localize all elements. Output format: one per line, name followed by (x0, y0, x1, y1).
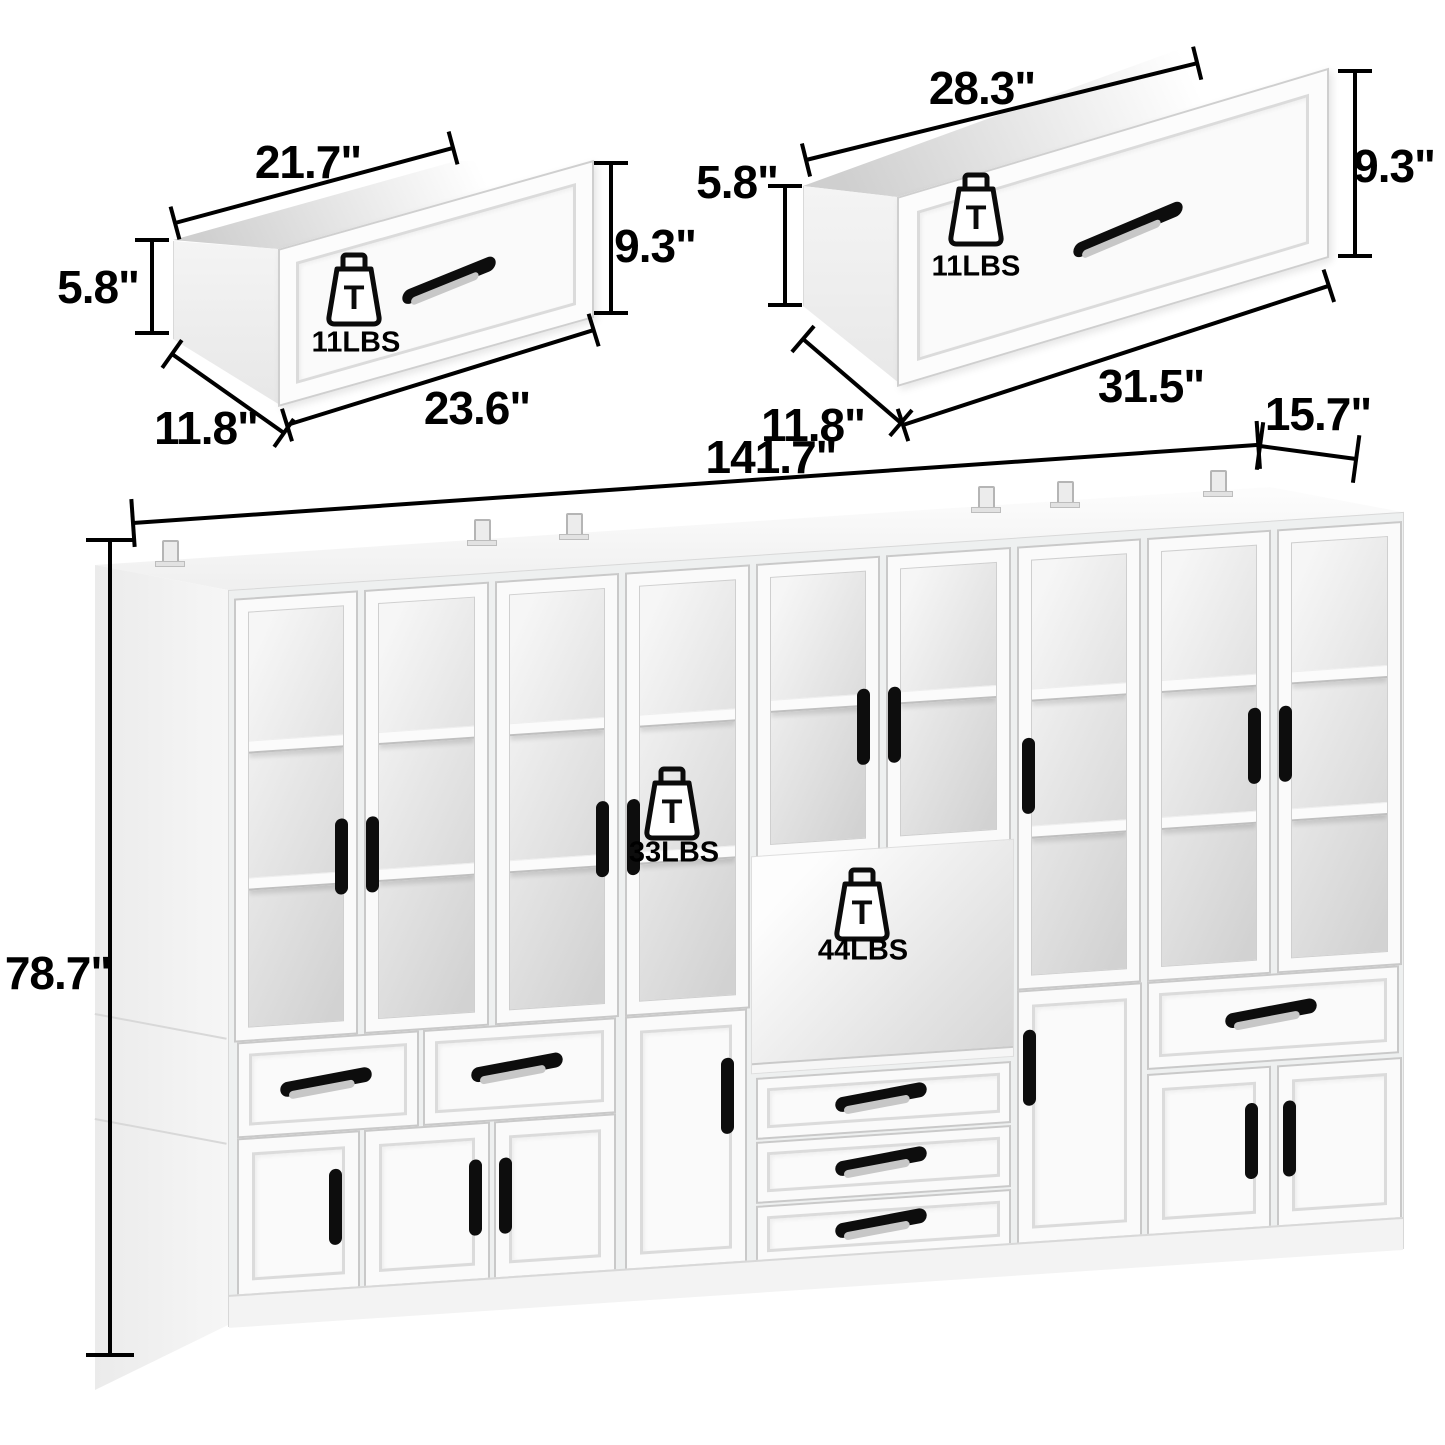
door-panel-inset (509, 1129, 601, 1264)
shelf (249, 871, 343, 891)
door-handle[interactable] (1022, 737, 1035, 815)
shelf (1032, 682, 1126, 702)
weight-letter: T (662, 793, 683, 831)
anti-tip-bracket-icon (1203, 470, 1233, 497)
anti-tip-bracket-icon (467, 519, 497, 546)
shelf (249, 734, 343, 754)
door-panel-inset (379, 1137, 475, 1272)
shelf (901, 685, 996, 705)
glass-pane (770, 570, 866, 846)
glass-pane (248, 605, 344, 1028)
dimension-label-cabinet-depth: 15.7" (1264, 388, 1372, 440)
glass-door[interactable] (1277, 521, 1402, 974)
dimension-line-large-front-height (1353, 71, 1357, 256)
door-handle[interactable] (469, 1159, 482, 1236)
cabinet-front-face (228, 511, 1404, 1328)
upper-shelf-weight-label: 33LBS (628, 836, 720, 869)
weight-letter: T (852, 894, 873, 932)
dimension-line-small-front-height (609, 163, 613, 313)
large-drawer-side (803, 186, 899, 383)
shelf (1292, 801, 1387, 822)
glass-pane (1031, 553, 1127, 976)
door-handle[interactable] (857, 688, 870, 766)
weight-icon: T (834, 867, 890, 942)
shelf (640, 708, 735, 728)
glass-pane (900, 561, 997, 837)
weight-letter: T (966, 199, 987, 237)
dimension-line-small-side-height (150, 240, 154, 333)
weight-icon: T (326, 252, 382, 327)
dimension-label-large-front-height: 9.3" (1353, 140, 1436, 192)
door-handle[interactable] (888, 686, 901, 764)
glass-door[interactable] (234, 590, 358, 1043)
door-handle[interactable] (329, 1168, 342, 1246)
glass-door[interactable] (1017, 538, 1141, 991)
dimension-label-large-depth: 11.8" (761, 399, 866, 451)
anti-tip-bracket-icon (155, 540, 185, 567)
dimension-label-large-front-width: 31.5" (1097, 360, 1205, 412)
shelf (379, 862, 474, 882)
glass-pane (1291, 535, 1388, 959)
shelf (1162, 810, 1256, 830)
door-handle[interactable] (596, 800, 609, 878)
door-handle[interactable] (1279, 705, 1292, 783)
weight-icon: T (644, 766, 700, 841)
glass-pane (378, 596, 475, 1020)
dimension-label-large-top-width: 28.3" (928, 62, 1036, 114)
shelf (510, 717, 604, 737)
shelf (379, 725, 474, 746)
door-handle[interactable] (1248, 707, 1261, 785)
dimension-line-cabinet-depth (1259, 444, 1357, 461)
door-handle[interactable] (1283, 1100, 1296, 1177)
tall-cabinet-door[interactable] (625, 1008, 747, 1271)
weight-icon: T (948, 172, 1004, 247)
shelf (771, 694, 865, 714)
dimension-label-cabinet-width: 141.7" (705, 431, 838, 483)
door-panel-inset (1032, 998, 1127, 1229)
small-drawer-weight-label: 11LBS (311, 326, 401, 359)
dimension-label-small-side-height: 5.8" (57, 261, 140, 313)
tall-cabinet-door[interactable] (1017, 982, 1142, 1245)
glass-door[interactable] (886, 546, 1011, 852)
door-panel-inset (640, 1024, 732, 1255)
dimension-label-small-front-width: 23.6" (423, 382, 531, 434)
anti-tip-bracket-icon (1050, 481, 1080, 508)
dimension-label-large-side-height: 5.8" (696, 156, 779, 208)
door-handle[interactable] (366, 815, 379, 893)
shelf (1032, 819, 1126, 839)
door-panel-inset (1292, 1073, 1387, 1212)
door-handle[interactable] (721, 1057, 734, 1135)
dimension-label-small-front-height: 9.3" (614, 220, 697, 272)
dimension-label-small-depth: 11.8" (154, 402, 259, 454)
door-handle[interactable] (499, 1157, 512, 1235)
small-drawer-side (173, 241, 280, 405)
glass-door[interactable] (364, 581, 489, 1034)
dimension-label-cabinet-height: 78.7" (4, 947, 112, 999)
dimension-line-large-side-height (783, 186, 787, 305)
shelf (1292, 665, 1387, 685)
shelf (1162, 674, 1256, 694)
anti-tip-bracket-icon (971, 486, 1001, 513)
large-drawer-weight-label: 11LBS (931, 250, 1021, 283)
weight-letter: T (344, 279, 365, 317)
door-handle[interactable] (1245, 1102, 1258, 1180)
shelf (510, 853, 604, 874)
door-handle[interactable] (335, 818, 348, 895)
glass-pane (509, 587, 605, 1011)
cabinet-side-panel (95, 565, 228, 1390)
dimension-label-small-top-width: 21.7" (254, 136, 362, 188)
glass-door[interactable] (495, 573, 619, 1026)
anti-tip-bracket-icon (559, 513, 589, 540)
glass-pane (1161, 544, 1257, 968)
cabinet-door[interactable] (494, 1113, 616, 1280)
open-shelf-weight-label: 44LBS (817, 934, 909, 967)
door-handle[interactable] (1023, 1029, 1036, 1107)
dimension-line-cabinet-height (108, 540, 112, 1355)
door-panel-inset (1162, 1081, 1256, 1220)
